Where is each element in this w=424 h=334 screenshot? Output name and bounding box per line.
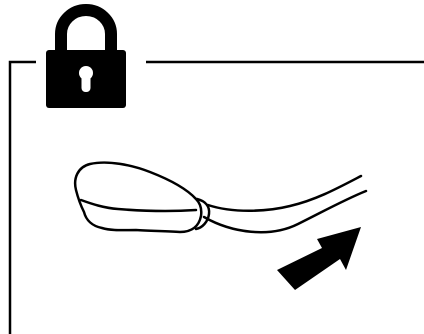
device-cable-lower	[204, 191, 366, 232]
sensor-device-icon	[75, 163, 366, 233]
padlock-shackle	[61, 10, 111, 53]
padlock-icon	[46, 10, 126, 108]
device-housing	[75, 163, 201, 232]
arrow-shape	[277, 227, 361, 290]
frame-left-segment	[10, 62, 36, 334]
arrow-up-right-icon	[277, 227, 361, 290]
device-cable-upper	[208, 176, 361, 211]
